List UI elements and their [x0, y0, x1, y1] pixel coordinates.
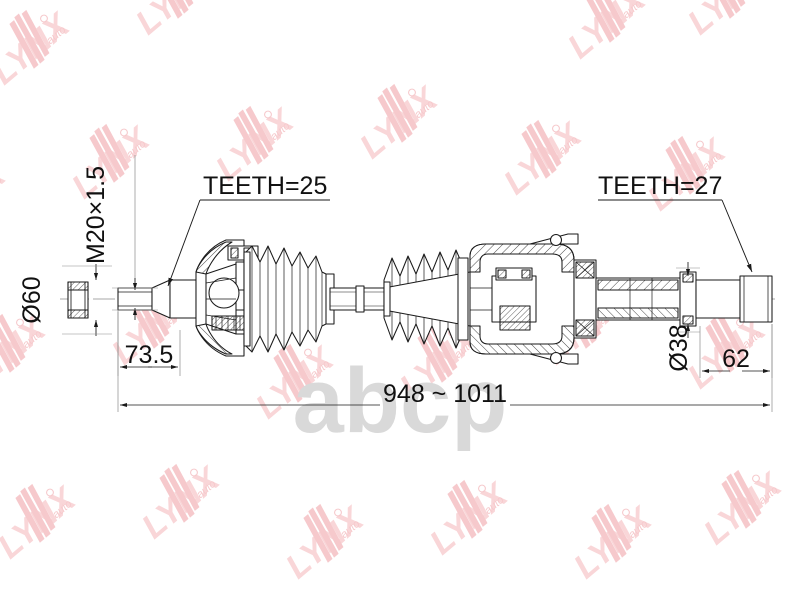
label-stub-length: 73.5: [125, 341, 174, 369]
label-teeth-outer: TEETH=27: [598, 172, 722, 200]
label-thread-size: M20×1.5: [82, 166, 110, 264]
dim-spline-length: [702, 324, 773, 378]
label-spline-diameter: Ø38: [665, 324, 693, 371]
label-spline-length: 62: [722, 345, 750, 373]
intermediate-shaft-left: [329, 285, 385, 313]
center-watermark: abcp: [293, 350, 508, 452]
label-overall-length: 948 ~ 1011: [383, 380, 507, 408]
left-stub-shaft: [117, 279, 197, 319]
leader-teeth-outer: [598, 199, 753, 273]
label-nut-diameter: Ø60: [18, 276, 46, 323]
thread-nut-part: [67, 281, 89, 319]
dim-thread-size: [112, 155, 158, 320]
leader-teeth-inner: [167, 199, 330, 287]
inner-boot: [383, 249, 471, 349]
dim-nut-diameter: [62, 264, 112, 336]
inner-tripod-housing: [469, 233, 597, 365]
outer-boot: [243, 245, 335, 353]
label-teeth-inner: TEETH=25: [203, 172, 327, 200]
outer-cv-joint: [195, 239, 259, 357]
dim-spline-diameter: [676, 262, 701, 378]
output-shaft: [595, 271, 773, 327]
